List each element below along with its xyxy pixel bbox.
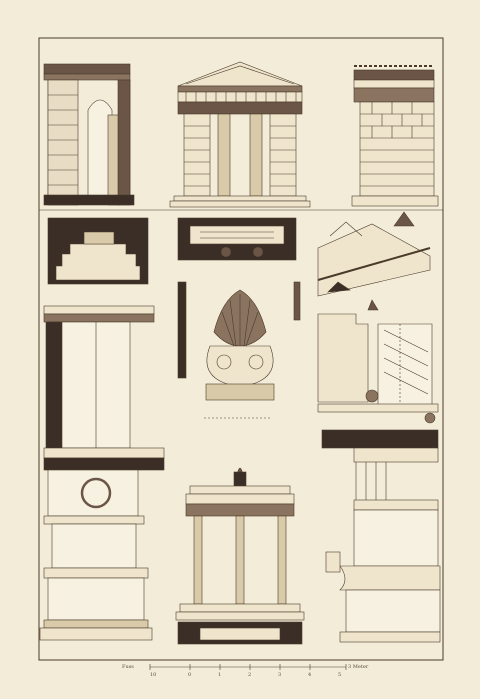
scale-tick-label: 4 [308,672,312,678]
crepidoma-detail [47,217,149,285]
scale-label-right: 3 Meter [348,664,369,670]
plate-border [38,37,444,661]
scale-tick-label: 3 [278,672,282,678]
entablature-left [43,305,165,459]
scale-bar [149,664,347,670]
frieze-plan [177,217,297,261]
acroterion [177,281,301,419]
section-left [43,63,135,206]
scale-tick-label: 2 [248,672,252,678]
scale-label-left: Fuss [122,664,134,670]
section-right [351,65,439,207]
altar-left [39,457,165,641]
cornice-right [317,299,439,424]
temple-front [169,61,311,208]
scale-tick-label: 10 [150,672,157,678]
altar-right [321,429,441,643]
scale-tick-label: 0 [188,672,192,678]
scale-tick-label: 5 [338,672,342,678]
scale-tick-label: 1 [218,672,222,678]
naiskos [175,467,305,645]
roof-tile-detail [317,211,431,297]
